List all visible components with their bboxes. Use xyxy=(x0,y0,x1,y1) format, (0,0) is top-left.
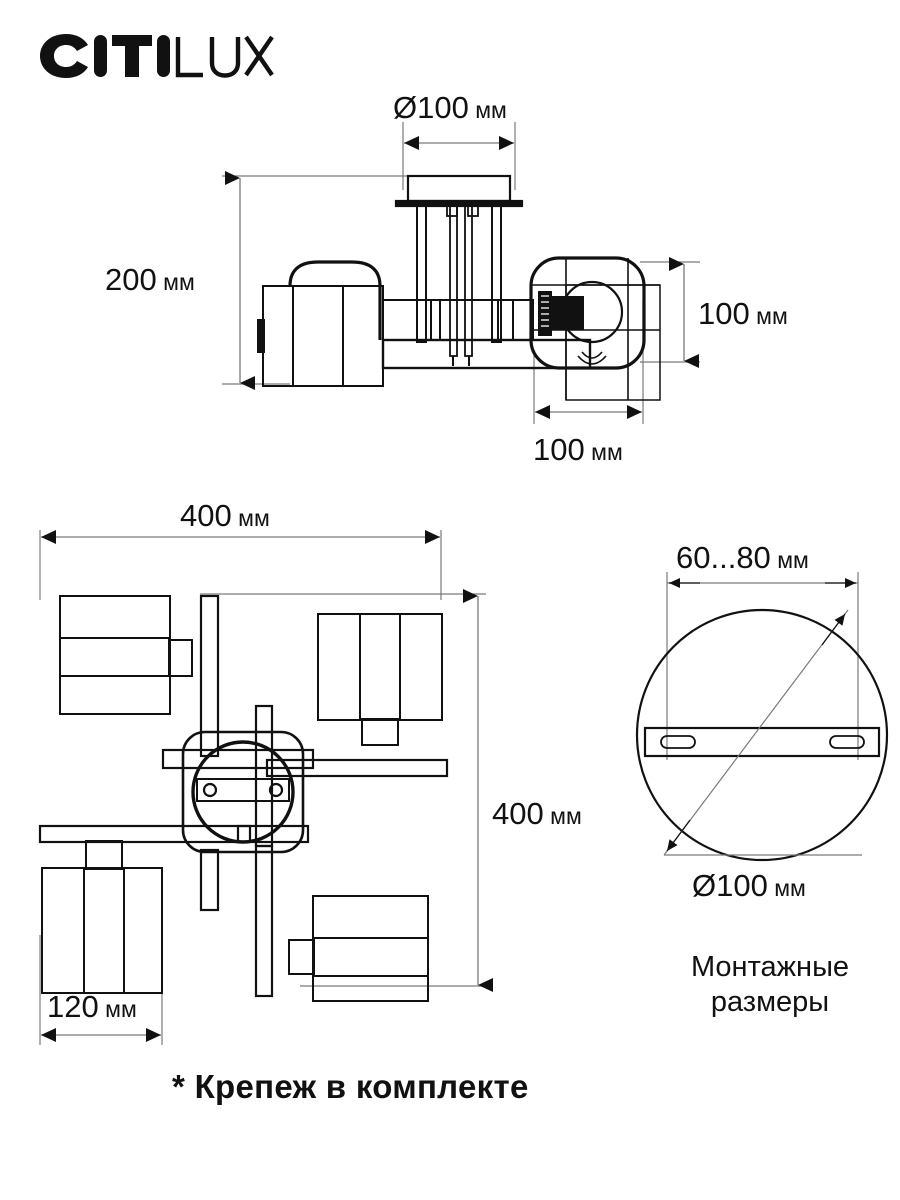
right-spot-head xyxy=(497,256,661,401)
mounting-caption-line-2: размеры xyxy=(710,986,830,1019)
brand-logo xyxy=(36,30,286,82)
dim-label-head-width: 100 мм xyxy=(533,432,623,467)
left-spot-head xyxy=(257,260,441,387)
mounting-view-drawing xyxy=(635,572,889,862)
dim-label-bracket-hole-spacing: 60...80 мм xyxy=(676,540,809,575)
side-elevation-drawing xyxy=(222,122,700,424)
central-housing xyxy=(181,730,305,854)
dim-label-base-diameter: Ø100 мм xyxy=(692,868,806,903)
dim-label-overall-depth: 400 мм xyxy=(492,796,582,831)
mounting-caption-line-1: Монтажные xyxy=(690,951,850,983)
logo-filled-part xyxy=(40,34,170,78)
dim-label-canopy-diameter: Ø100 мм xyxy=(393,90,507,125)
plan-spot-head-bottom-left xyxy=(41,840,163,994)
plan-spot-head-top-right xyxy=(317,613,443,746)
dim-label-overall-width: 400 мм xyxy=(180,498,270,533)
plan-view-drawing xyxy=(38,530,493,1045)
dim-label-head-height: 100 мм xyxy=(698,296,788,331)
plan-spot-head-top-left xyxy=(59,595,193,715)
mounting-view-caption: Монтажные размеры xyxy=(655,950,885,1021)
footnote-fasteners-included: * Крепеж в комплекте xyxy=(172,1068,529,1105)
dim-label-total-height: 200 мм xyxy=(105,262,195,297)
dim-label-head-depth: 120 мм xyxy=(47,989,137,1024)
plan-spot-head-bottom-right xyxy=(288,895,429,1002)
logo-outline-part xyxy=(175,35,274,78)
